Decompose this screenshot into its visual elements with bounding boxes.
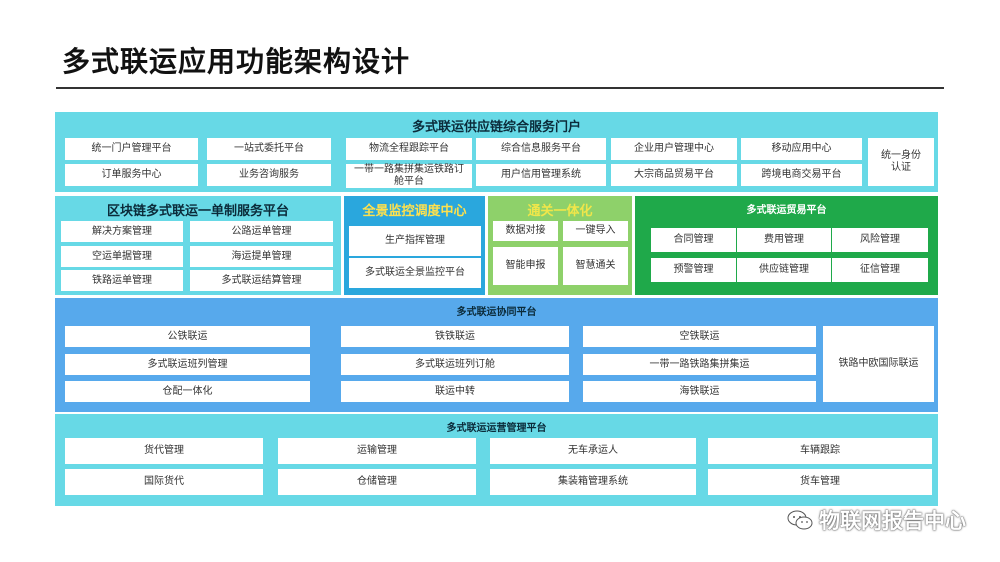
collab-item: 联运中转 [341,381,569,402]
blockchain-item: 海运提单管理 [190,246,333,267]
portal-item: 一站式委托平台 [207,138,331,160]
customs-title: 通关一体化 [527,203,593,219]
trade-item: 预警管理 [651,258,736,282]
trade-item: 征信管理 [832,258,928,282]
trade-title: 多式联运贸易平台 [746,204,827,216]
wechat-icon [787,510,813,530]
collab-item: 空铁联运 [583,326,816,347]
portal-item: 统一门户管理平台 [65,138,198,160]
portal-item: 订单服务中心 [65,164,198,186]
ops-item: 仓储管理 [278,469,476,495]
customs-item: 智能申报 [493,247,558,285]
trade-item: 供应链管理 [737,258,831,282]
watermark-text: 物联网报告中心 [819,509,966,533]
portal-side-item: 统一身份认证 [868,138,934,186]
collab-item: 海铁联运 [583,381,816,402]
blockchain-item: 公路运单管理 [190,221,333,242]
blockchain-item: 空运单据管理 [61,246,183,267]
customs-item: 一键导入 [563,221,628,241]
collab-item: 多式联运班列管理 [65,354,310,375]
ops-item: 集装箱管理系统 [490,469,696,495]
blockchain-title: 区块链多式联运一单制服务平台 [106,203,289,219]
portal-item: 用户信用管理系统 [476,164,606,186]
ops-title: 多式联运运营管理平台 [446,422,547,434]
ops-item: 货代管理 [65,438,263,464]
title-divider [56,87,944,89]
portal-item: 移动应用中心 [741,138,862,160]
customs-item: 智慧通关 [563,247,628,285]
page-title: 多式联运应用功能架构设计 [62,45,411,78]
monitor-item: 多式联运全景监控平台 [349,258,481,288]
blockchain-item: 解决方案管理 [61,221,183,242]
portal-item: 综合信息服务平台 [476,138,606,160]
collab-item: 公铁联运 [65,326,310,347]
ops-item: 无车承运人 [490,438,696,464]
ops-item: 货车管理 [708,469,932,495]
collab-item: 铁铁联运 [341,326,569,347]
trade-item: 合同管理 [651,228,736,252]
portal-item: 一带一路集拼集运铁路订舱平台 [346,164,472,188]
trade-item: 费用管理 [737,228,831,252]
trade-item: 风险管理 [832,228,928,252]
ops-item: 运输管理 [278,438,476,464]
collab-side-item: 铁路中欧国际联运 [823,326,934,402]
blockchain-item: 铁路运单管理 [61,270,183,291]
collab-title: 多式联运协同平台 [456,306,537,318]
ops-item: 国际货代 [65,469,263,495]
collab-item: 仓配一体化 [65,381,310,402]
portal-item: 跨境电商交易平台 [741,164,862,186]
monitor-title: 全景监控调度中心 [362,203,467,219]
watermark: 物联网报告中心 [787,505,966,535]
customs-item: 数据对接 [493,221,558,241]
collab-item: 多式联运班列订舱 [341,354,569,375]
ops-item: 车辆跟踪 [708,438,932,464]
portal-item: 企业用户管理中心 [611,138,737,160]
portal-item: 大宗商品贸易平台 [611,164,737,186]
collab-item: 一带一路铁路集拼集运 [583,354,816,375]
portal-title: 多式联运供应链综合服务门户 [411,119,581,135]
portal-item: 物流全程跟踪平台 [346,138,472,160]
blockchain-item: 多式联运结算管理 [190,270,333,291]
portal-item: 业务咨询服务 [207,164,331,186]
monitor-item: 生产指挥管理 [349,226,481,256]
